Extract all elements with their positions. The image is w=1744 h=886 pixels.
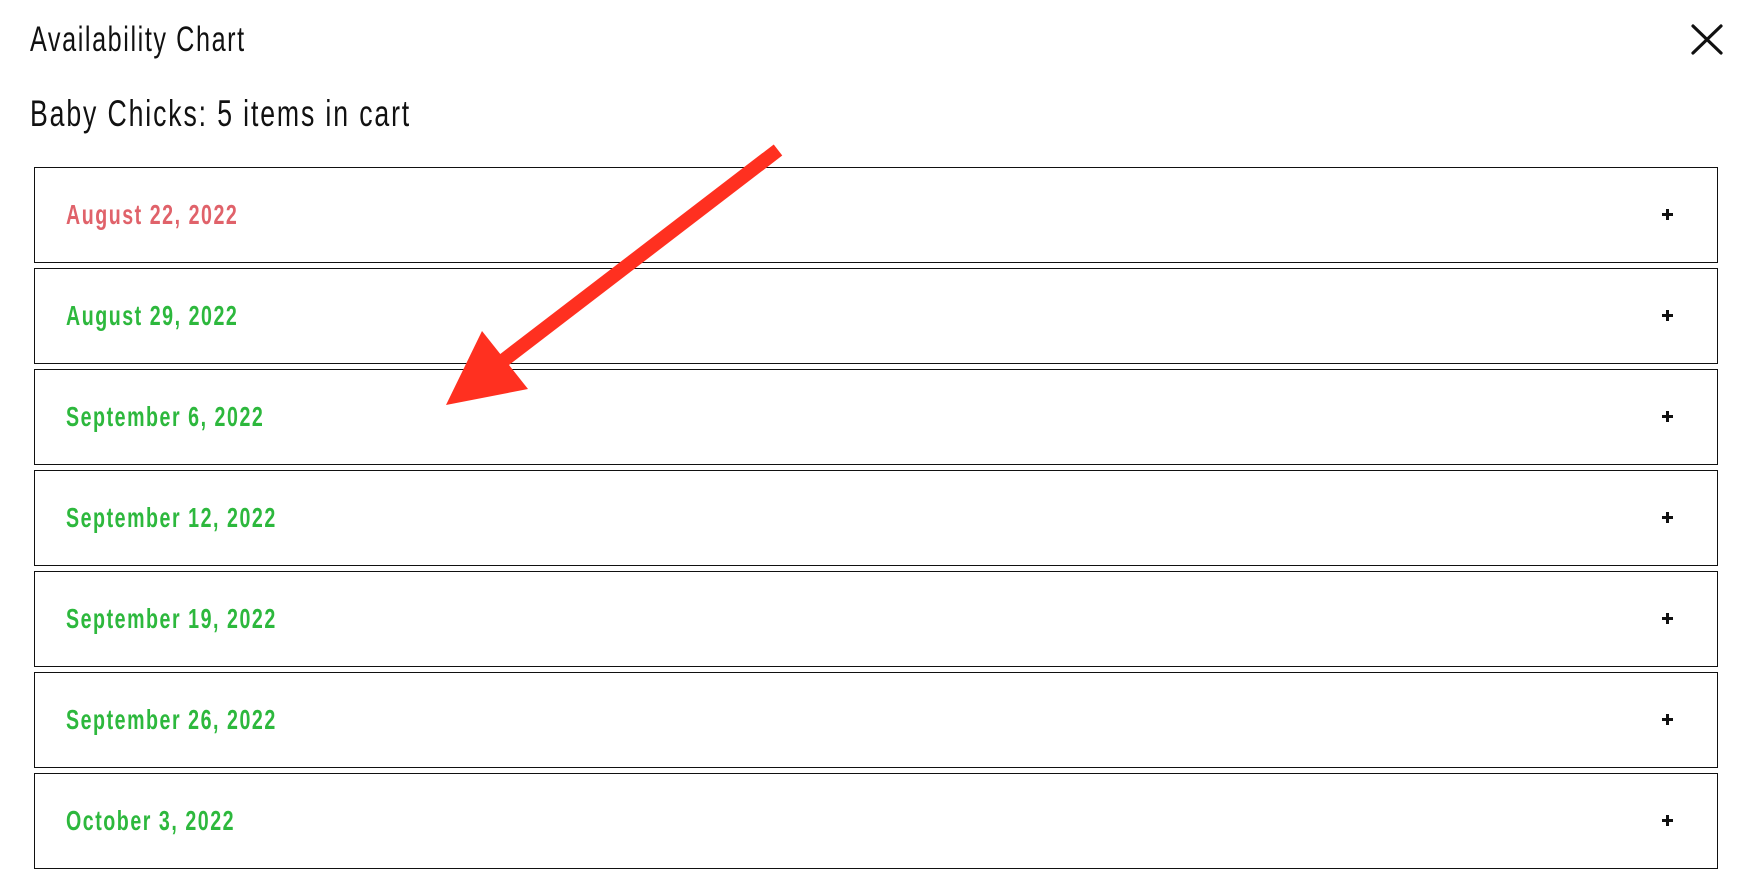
plus-icon[interactable] <box>1662 310 1673 321</box>
date-label: September 12, 2022 <box>66 502 277 533</box>
plus-icon[interactable] <box>1662 512 1673 523</box>
close-button[interactable] <box>1686 20 1728 60</box>
date-row-august-29[interactable]: August 29, 2022 <box>34 268 1718 364</box>
plus-icon[interactable] <box>1662 613 1673 624</box>
date-row-august-22[interactable]: August 22, 2022 <box>34 167 1718 263</box>
close-icon <box>1691 24 1723 55</box>
date-row-october-3[interactable]: October 3, 2022 <box>34 773 1718 869</box>
plus-icon[interactable] <box>1662 209 1673 220</box>
date-row-september-6[interactable]: September 6, 2022 <box>34 369 1718 465</box>
plus-icon[interactable] <box>1662 815 1673 826</box>
date-label: August 22, 2022 <box>66 199 239 230</box>
date-row-september-26[interactable]: September 26, 2022 <box>34 672 1718 768</box>
date-label: September 19, 2022 <box>66 603 277 634</box>
availability-date-list: August 22, 2022 August 29, 2022 Septembe… <box>34 167 1718 874</box>
date-label: October 3, 2022 <box>66 805 236 836</box>
plus-icon[interactable] <box>1662 411 1673 422</box>
modal-title-text: Availability Chart <box>30 20 246 59</box>
date-label: August 29, 2022 <box>66 300 239 331</box>
date-row-september-12[interactable]: September 12, 2022 <box>34 470 1718 566</box>
date-label: September 6, 2022 <box>66 401 265 432</box>
modal-title: Availability Chart <box>30 22 330 58</box>
date-row-september-19[interactable]: September 19, 2022 <box>34 571 1718 667</box>
cart-summary-text: Baby Chicks: 5 items in cart <box>30 93 412 134</box>
cart-summary: Baby Chicks: 5 items in cart <box>30 95 559 133</box>
date-label: September 26, 2022 <box>66 704 277 735</box>
plus-icon[interactable] <box>1662 714 1673 725</box>
